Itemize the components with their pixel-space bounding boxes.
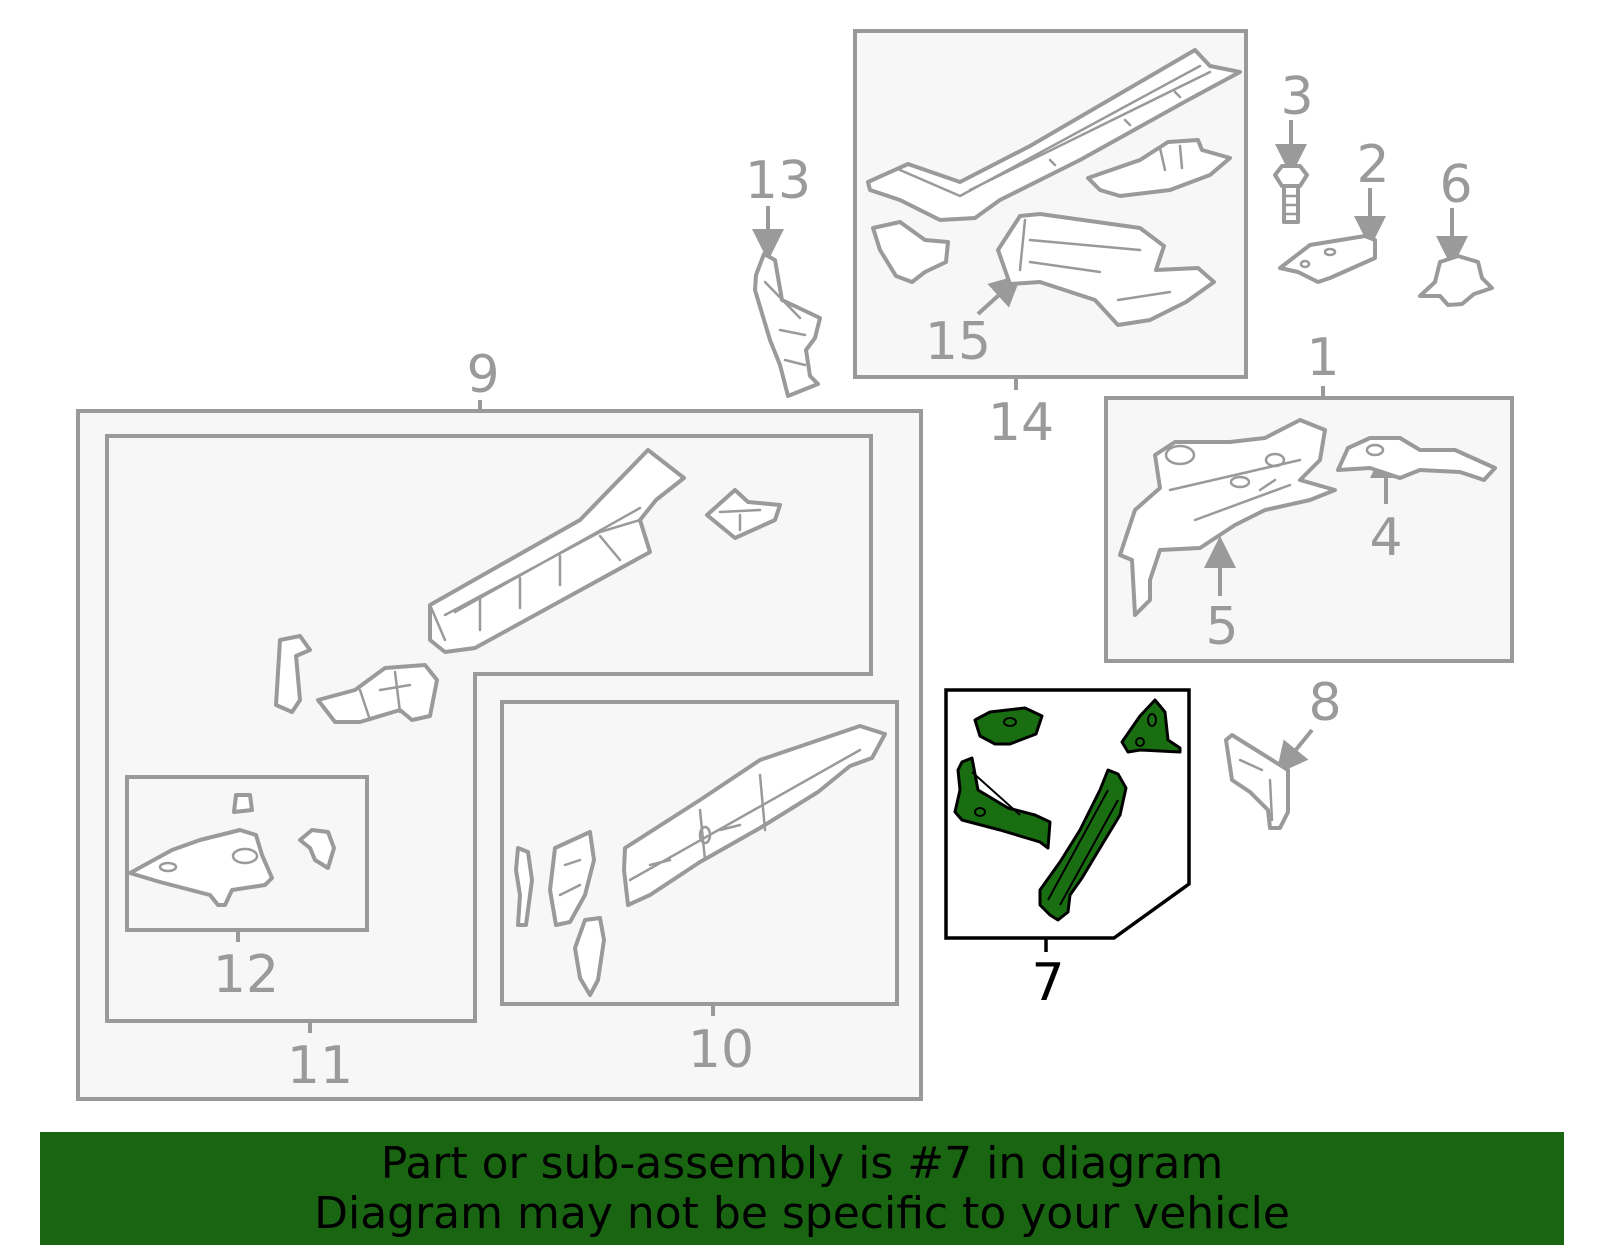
assembly-14[interactable]: 14 15 bbox=[853, 29, 1248, 453]
label-7: 7 bbox=[1031, 953, 1064, 1013]
label-4: 4 bbox=[1369, 508, 1402, 568]
label-11: 11 bbox=[287, 1036, 353, 1096]
assembly-10[interactable]: 10 bbox=[500, 700, 899, 1080]
label-10: 10 bbox=[688, 1020, 754, 1080]
label-8: 8 bbox=[1308, 673, 1341, 733]
part-8[interactable]: 8 bbox=[1224, 673, 1342, 830]
notice-banner: Part or sub-assembly is #7 in diagram Di… bbox=[40, 1132, 1564, 1245]
label-1: 1 bbox=[1306, 328, 1339, 388]
part-2[interactable]: 2 bbox=[1278, 135, 1390, 284]
label-2: 2 bbox=[1356, 135, 1389, 195]
label-6: 6 bbox=[1439, 155, 1472, 215]
assembly-7-highlighted[interactable]: 7 bbox=[944, 688, 1191, 1013]
label-9: 9 bbox=[466, 345, 499, 405]
banner-line-2: Diagram may not be specific to your vehi… bbox=[314, 1187, 1290, 1239]
part-13[interactable]: 13 bbox=[745, 151, 822, 398]
label-15: 15 bbox=[925, 312, 991, 372]
assembly-12[interactable]: 12 bbox=[125, 775, 369, 1005]
label-12: 12 bbox=[213, 945, 279, 1005]
part-3[interactable]: 3 bbox=[1273, 67, 1314, 224]
label-5: 5 bbox=[1205, 597, 1238, 657]
label-13: 13 bbox=[745, 151, 811, 211]
banner-line-1: Part or sub-assembly is #7 in diagram bbox=[380, 1137, 1224, 1189]
label-3: 3 bbox=[1280, 67, 1313, 127]
part-6[interactable]: 6 bbox=[1418, 155, 1494, 307]
assembly-1[interactable]: 1 4 5 bbox=[1104, 328, 1514, 663]
label-14: 14 bbox=[988, 393, 1054, 453]
